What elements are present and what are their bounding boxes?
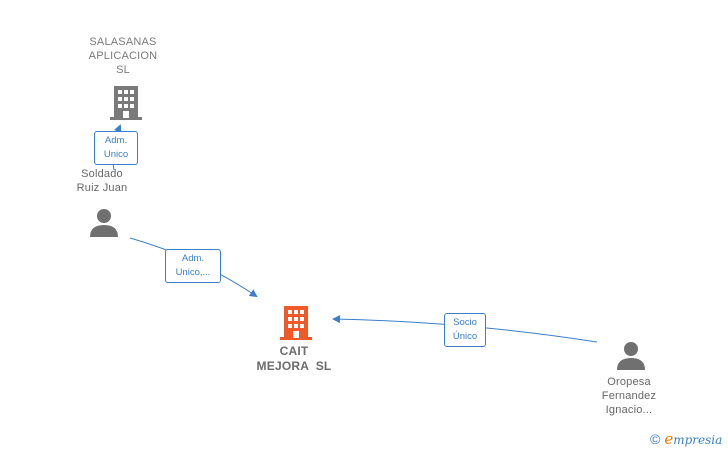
person-icon[interactable] xyxy=(89,207,119,242)
label-line: Oropesa xyxy=(607,376,651,388)
relation-label-soldado-cait[interactable]: Adm. Unico,... xyxy=(165,249,221,283)
person-icon[interactable] xyxy=(616,340,646,375)
copyright-symbol: © xyxy=(650,431,661,447)
label-line: Ruiz Juan xyxy=(76,182,128,194)
relation-line: Adm. xyxy=(181,253,205,264)
label-line: Ignacio... xyxy=(605,404,653,416)
relation-label-oropesa-cait[interactable]: Socio Único xyxy=(444,313,486,347)
label-line: Soldado xyxy=(81,168,123,180)
label-line: CAIT xyxy=(279,344,309,358)
label-line: SALASANAS xyxy=(89,36,157,48)
relation-line: Socio xyxy=(453,317,477,328)
label-line: SL xyxy=(116,64,130,76)
building-icon[interactable] xyxy=(110,84,142,125)
relation-line: Único xyxy=(452,331,478,342)
relation-line: Unico xyxy=(103,149,129,160)
relation-line: Adm. xyxy=(104,135,128,146)
person-label-soldado[interactable]: Soldado Ruiz Juan xyxy=(56,167,148,195)
building-icon[interactable] xyxy=(280,304,312,345)
company-label-cait[interactable]: CAIT MEJORA SL xyxy=(240,344,348,374)
logo-text: mpresia xyxy=(673,433,723,447)
logo-initial: e xyxy=(664,430,674,448)
label-line: Fernandez xyxy=(601,390,657,402)
relation-line: Unico,... xyxy=(175,267,211,278)
person-label-oropesa[interactable]: Oropesa Fernandez Ignacio... xyxy=(584,375,674,417)
company-label-salasanas[interactable]: SALASANAS APLICACION SL xyxy=(70,35,176,77)
empresia-logo: ©empresia xyxy=(650,430,722,448)
label-line: MEJORA SL xyxy=(256,359,332,373)
label-line: APLICACION xyxy=(88,50,158,62)
relation-label-soldado-salasanas[interactable]: Adm. Unico xyxy=(94,131,138,165)
